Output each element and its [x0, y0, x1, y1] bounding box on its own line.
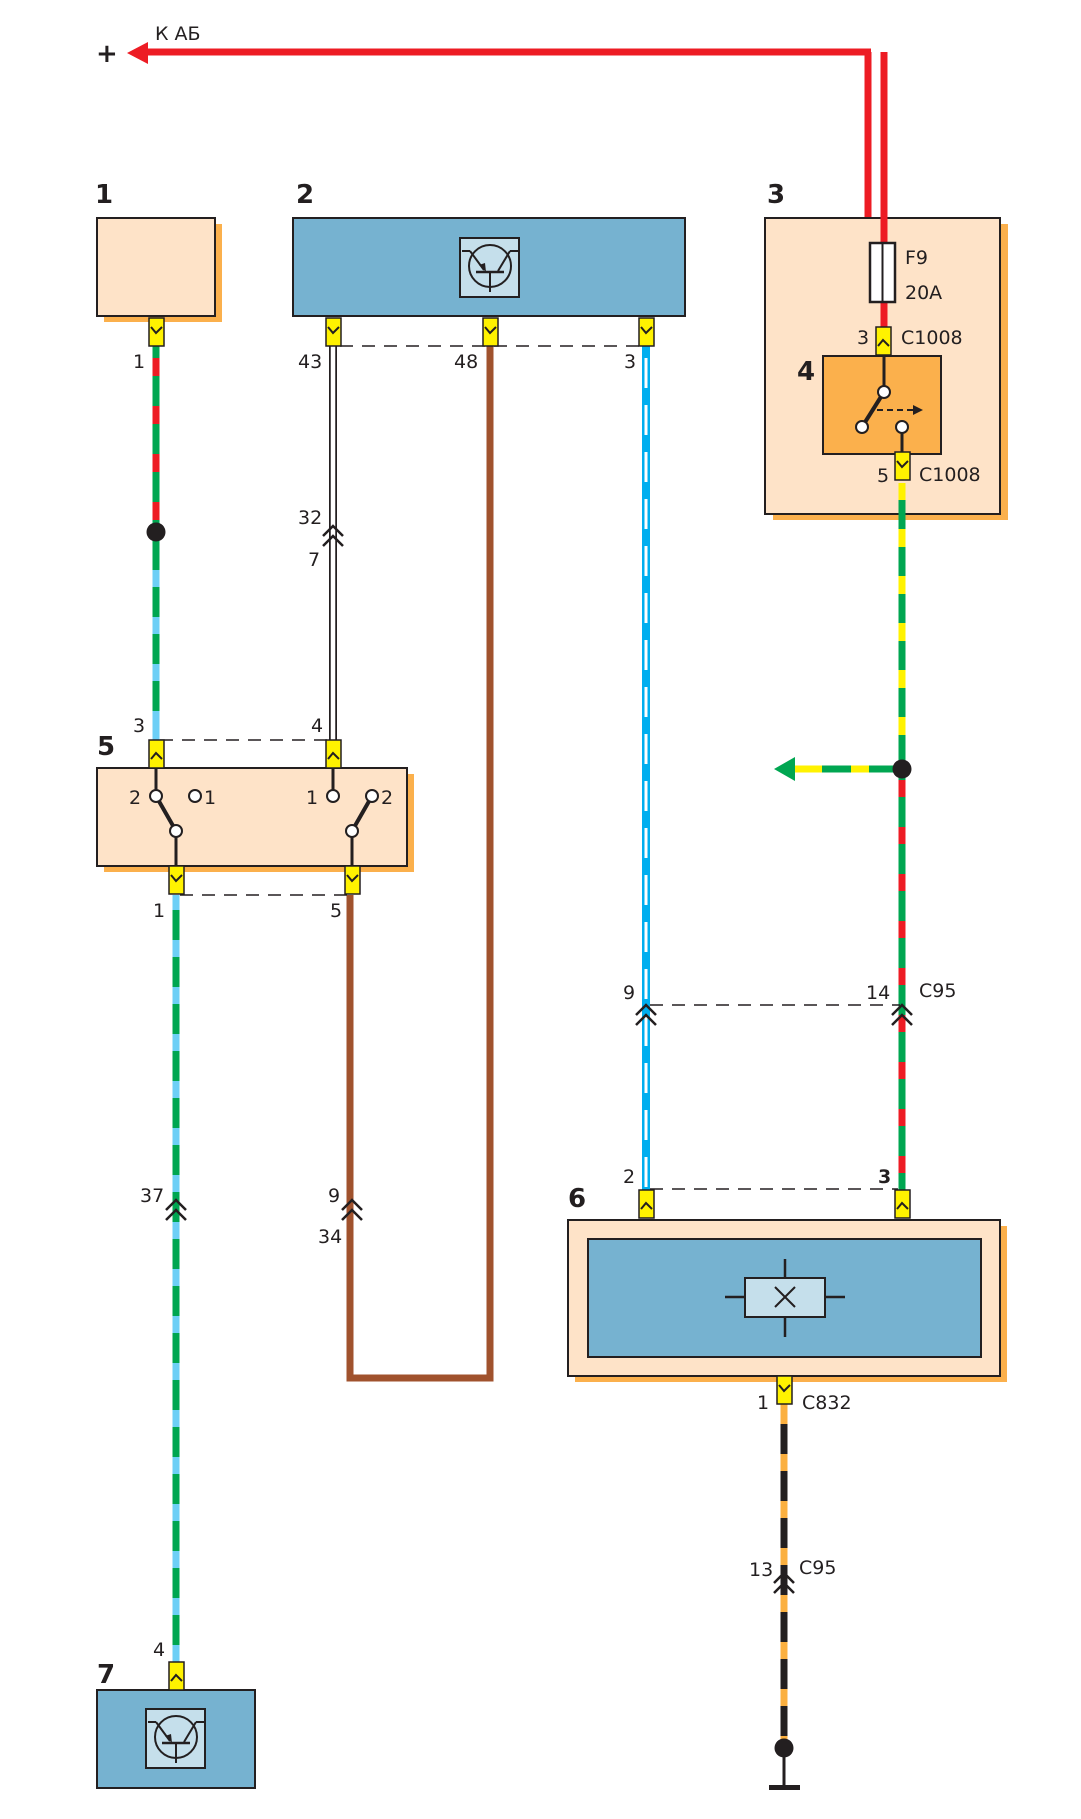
- connector-label: C1008: [901, 327, 963, 349]
- battery-plus-symbol: +: [96, 39, 118, 69]
- connector-c5-1: [168, 865, 185, 895]
- wire-brown-48: [346, 346, 494, 1382]
- connector-c2-43: [325, 317, 342, 347]
- connector-c2-3: [638, 317, 655, 347]
- connector-c6-2: [638, 1189, 655, 1219]
- pin-label: 2: [623, 1166, 635, 1188]
- pin-label: 48: [454, 351, 478, 373]
- connector-c5-4: [325, 739, 342, 769]
- connector-c5-5: [344, 865, 361, 895]
- arrow-left-icon: [774, 757, 795, 781]
- pin-label: 9: [328, 1185, 340, 1207]
- component-5-number: 5: [97, 732, 115, 762]
- pin-label: 1: [757, 1392, 769, 1414]
- pin-label: 3: [133, 715, 145, 737]
- connector-c5-3: [148, 739, 165, 769]
- pin-label: 32: [298, 507, 322, 529]
- connector-c1008-in: [875, 326, 892, 356]
- pin-label: 4: [311, 715, 323, 737]
- pin-label: 3: [624, 351, 636, 373]
- connector-c1: [148, 317, 165, 347]
- pin-label: 3: [878, 1166, 891, 1188]
- switch-position-label: 2: [381, 787, 393, 809]
- splice-point: [892, 759, 912, 779]
- fuse-rating: 20A: [905, 282, 942, 304]
- component-6-number: 6: [568, 1184, 586, 1214]
- switch-position-label: 1: [204, 787, 216, 809]
- component-1-number: 1: [95, 180, 113, 210]
- pin-label: 9: [623, 982, 635, 1004]
- connector-c832: [776, 1375, 793, 1405]
- pin-label: 5: [330, 900, 342, 922]
- component-4-number: 4: [797, 357, 815, 387]
- ground-icon: [769, 1738, 800, 1790]
- fuse-name: F9: [905, 247, 928, 269]
- connector-label: C1008: [919, 464, 981, 486]
- transistor-icon: [145, 1708, 206, 1769]
- pin-label: 1: [133, 351, 145, 373]
- connector-c2-48: [482, 317, 499, 347]
- battery-label: К АБ: [155, 23, 201, 45]
- pin-label: 37: [140, 1185, 164, 1207]
- connector-label: C95: [799, 1557, 836, 1579]
- pin-label: 3: [857, 327, 869, 349]
- component-3-number: 3: [767, 180, 785, 210]
- pin-label: 34: [318, 1226, 342, 1248]
- pin-label: 4: [153, 1639, 165, 1661]
- arrow-left-icon: [127, 42, 148, 64]
- pin-label: 5: [877, 465, 889, 487]
- pin-label: 43: [298, 351, 322, 373]
- splice-point: [146, 522, 166, 542]
- pin-label: 14: [866, 982, 890, 1004]
- wire-green-yellow: [774, 483, 906, 781]
- pin-label: 7: [308, 549, 320, 571]
- connector-label: C95: [919, 980, 956, 1002]
- pin-label: 13: [749, 1559, 773, 1581]
- connector-c6-3: [894, 1189, 911, 1219]
- component-7-number: 7: [97, 1660, 115, 1690]
- connector-c7: [168, 1661, 185, 1691]
- arrow-right-icon: [913, 405, 923, 415]
- connector-label: C832: [802, 1392, 852, 1414]
- switch-position-label: 1: [306, 787, 318, 809]
- fuse-icon: [868, 241, 897, 304]
- pin-label: 1: [153, 900, 165, 922]
- relay-switch: [822, 355, 942, 456]
- connector-c1008-out: [894, 451, 911, 481]
- component-2-number: 2: [296, 180, 314, 210]
- battery-feed-wire: [127, 42, 872, 230]
- switch-position-label: 2: [129, 787, 141, 809]
- component-5-switch: [96, 767, 414, 872]
- component-1-box: [96, 217, 222, 322]
- transistor-icon: [459, 237, 520, 298]
- actuator-icon: [725, 1259, 845, 1337]
